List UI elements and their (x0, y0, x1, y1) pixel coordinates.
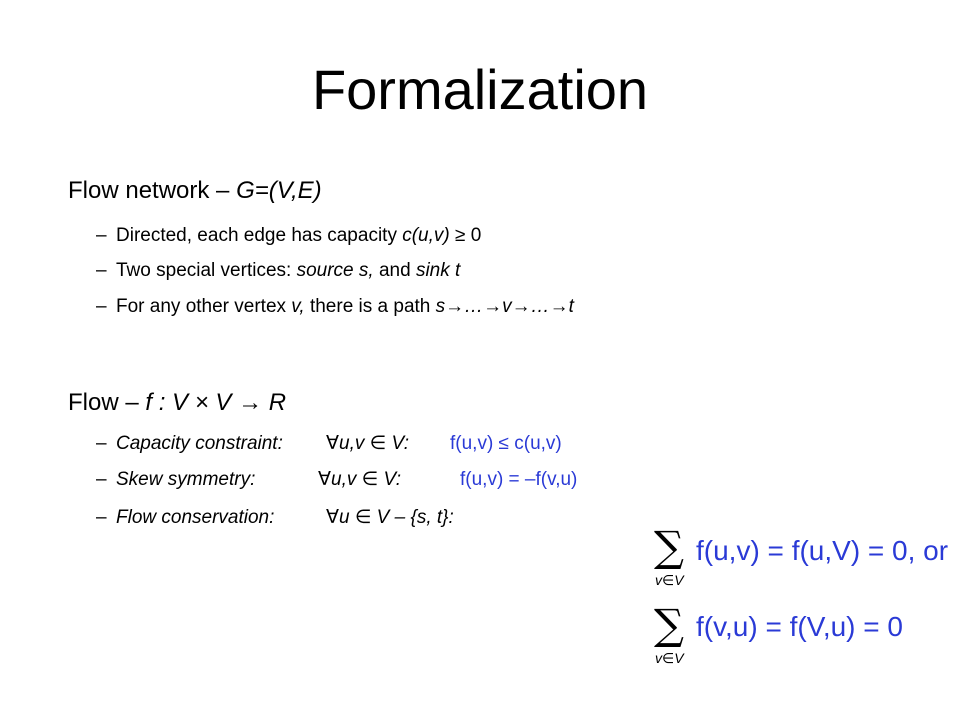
bullet-capacity-constraint: – Capacity constraint: ∀u,v ∈ V: f(u,v) … (96, 431, 562, 457)
bullet-directed-text: Directed, each edge has capacity (116, 225, 403, 246)
skew-symmetry-label: Skew symmetry: (116, 469, 256, 490)
summation-index-2: v∈V (655, 650, 684, 666)
bullet-flow-conservation: – Flow conservation: ∀u ∈ V – {s, t}: (96, 505, 454, 531)
bullet-directed: – Directed, each edge has capacity c(u,v… (96, 223, 482, 249)
bullet-special-text: Two special vertices: (116, 260, 297, 281)
bullet-path-text: For any other vertex (116, 296, 292, 317)
flow-conservation-label: Flow conservation: (116, 507, 275, 528)
bullet-path: – For any other vertex v, there is a pat… (96, 294, 574, 320)
vertex-v: v, (291, 296, 305, 317)
summation-symbol-2: ∑ (654, 600, 684, 649)
capacity-expression: c(u,v) (402, 225, 450, 246)
flow-heading: Flow – f : V × V → R (68, 388, 286, 418)
conservation-quantifier: ∀u ∈ V – {s, t}: (326, 507, 454, 528)
slide-title: Formalization (311, 58, 649, 121)
capacity-constraint-label: Capacity constraint: (116, 433, 283, 454)
dash-bullet: – (96, 507, 107, 528)
flow-network-heading: Flow network – G=(V,E) (68, 176, 322, 206)
path-expression: s→…→v→…→t (435, 296, 574, 317)
conjunction-text: and (373, 260, 416, 281)
graph-definition: G=(V,E) (236, 177, 322, 204)
dash-bullet: – (96, 260, 107, 281)
dash-bullet: – (96, 225, 107, 246)
flow-prefix: Flow – (68, 389, 146, 416)
bullet-skew-symmetry: – Skew symmetry: ∀u,v ∈ V: f(u,v) = –f(v… (96, 467, 577, 493)
summation-index-1: v∈V (655, 572, 684, 588)
skew-equation: f(u,v) = –f(v,u) (460, 469, 578, 490)
capacity-relation: ≥ 0 (449, 225, 482, 246)
capacity-quantifier: ∀u,v ∈ V: (326, 433, 410, 454)
conservation-equation-1: f(u,v) = f(u,V) = 0, or (696, 535, 949, 566)
dash-bullet: – (96, 469, 107, 490)
capacity-equation: f(u,v) ≤ c(u,v) (450, 433, 562, 454)
flow-signature: f : V × V → R (145, 389, 287, 416)
summation-symbol-1: ∑ (654, 522, 684, 571)
conservation-equation-2: f(v,u) = f(V,u) = 0 (696, 611, 903, 642)
bullet-special-vertices: – Two special vertices: source s, and si… (96, 258, 461, 284)
sink-label: sink t (415, 260, 461, 281)
dash-bullet: – (96, 433, 107, 454)
skew-quantifier: ∀u,v ∈ V: (318, 469, 402, 490)
source-label: source s, (296, 260, 374, 281)
flow-network-prefix: Flow network – (68, 177, 237, 204)
bullet-path-rest: there is a path (304, 296, 436, 317)
dash-bullet: – (96, 296, 107, 317)
